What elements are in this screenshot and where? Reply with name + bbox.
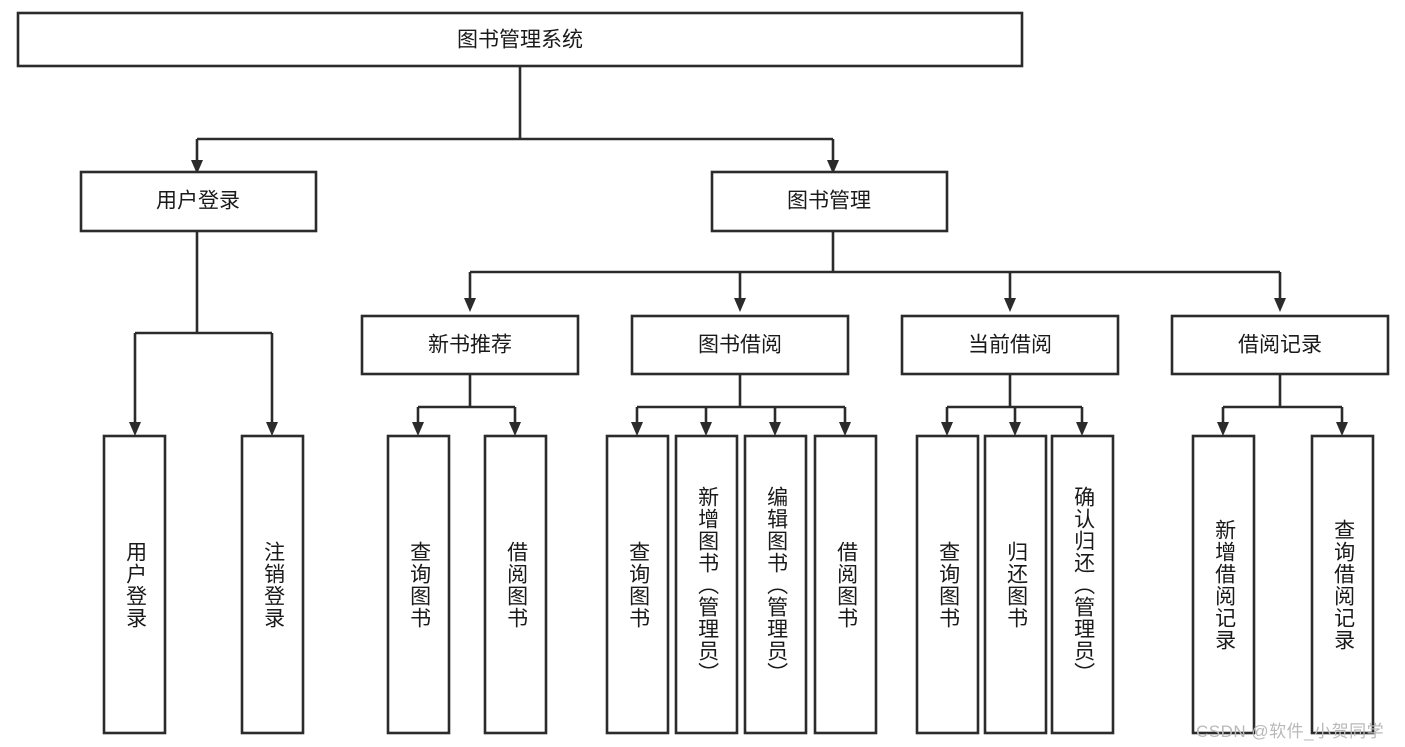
leaf-new-book-1[interactable] <box>483 434 548 735</box>
leaf-user-login-0[interactable] <box>102 434 167 735</box>
csdn-watermark: CSDN @软件_小贺同学 <box>1196 722 1385 741</box>
node-root[interactable] <box>16 11 1024 68</box>
node-current-borrow-label: 当前借阅 <box>968 334 1052 357</box>
node-book-manage[interactable] <box>710 170 949 233</box>
edge-group-borrow-record-to-leaves <box>1217 374 1348 436</box>
edge-group-user-login-to-leaves <box>129 231 278 436</box>
edge-group-root-to-level2 <box>191 66 839 174</box>
leaf-borrow-record-1[interactable] <box>1310 434 1375 735</box>
arrowhead-to-book-manage <box>827 160 839 174</box>
node-new-book-recommend[interactable] <box>360 314 580 376</box>
leaf-book-borrow-3[interactable] <box>813 434 878 735</box>
node-borrow-record[interactable] <box>1170 314 1390 376</box>
node-book-borrow-label: 图书借阅 <box>698 334 782 357</box>
node-current-borrow[interactable] <box>900 314 1120 376</box>
edge-group-current-borrow-to-leaves <box>941 374 1088 436</box>
leaf-new-book-0[interactable] <box>386 434 451 735</box>
edge-group-book-manage-to-level3 <box>464 231 1286 312</box>
leaf-book-borrow-0[interactable] <box>605 434 670 735</box>
node-book-borrow[interactable] <box>630 314 850 376</box>
edge-group-new-book-to-leaves <box>412 374 521 436</box>
leaf-current-borrow-2[interactable] <box>1050 434 1115 735</box>
node-new-book-recommend-label: 新书推荐 <box>428 334 512 357</box>
leaf-current-borrow-0[interactable] <box>915 434 980 735</box>
leaf-book-borrow-2[interactable] <box>743 434 808 735</box>
node-user-login[interactable] <box>79 170 318 233</box>
node-book-manage-label: 图书管理 <box>787 190 871 213</box>
leaf-borrow-record-0[interactable] <box>1191 434 1256 735</box>
leaf-book-borrow-1[interactable] <box>674 434 739 735</box>
edge-group-book-borrow-to-leaves <box>631 374 851 436</box>
leaf-current-borrow-1[interactable] <box>983 434 1048 735</box>
leaf-user-login-1[interactable] <box>240 434 305 735</box>
arrowhead-to-user-login <box>191 160 203 174</box>
node-user-login-label: 用户登录 <box>156 190 240 213</box>
node-root-label: 图书管理系统 <box>457 29 583 52</box>
node-borrow-record-label: 借阅记录 <box>1238 334 1322 357</box>
